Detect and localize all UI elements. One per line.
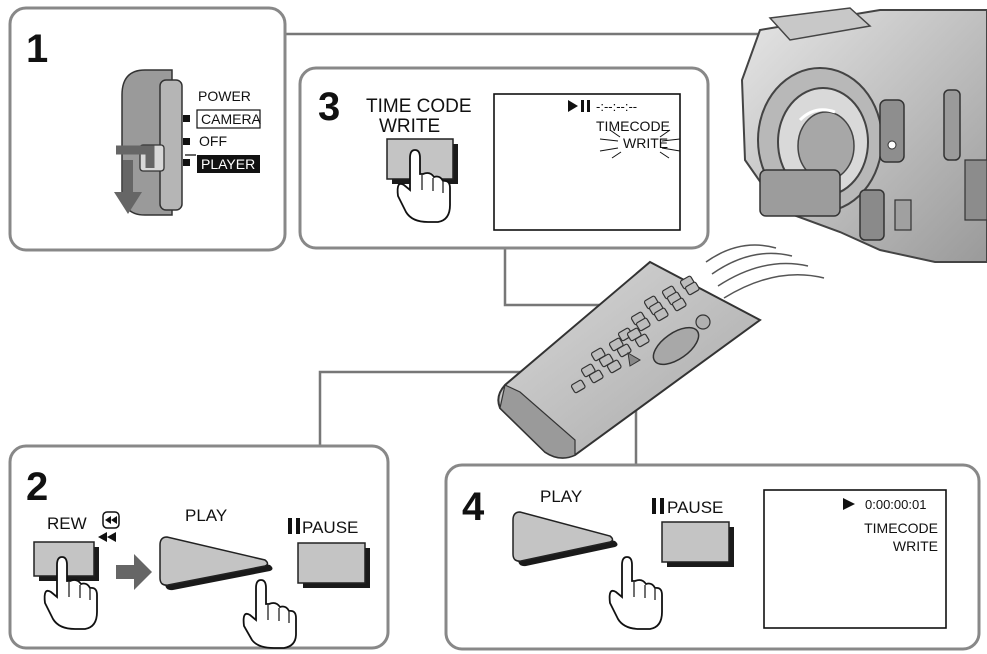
remote-button	[570, 379, 586, 394]
step-4-lcd-screen: 0:00:00:01 TIMECODE WRITE	[763, 489, 947, 629]
step-2-play-button	[159, 536, 273, 591]
pointing-hand-icon	[242, 579, 297, 649]
timecode-button-label-2: WRITE	[379, 116, 440, 137]
remote-button	[634, 333, 650, 348]
step-4-panel: 4 PLAY PAUSE 0:00:00:01 TIMECODE WRITE	[444, 463, 981, 651]
timecode-button-label-1: TIME CODE	[366, 96, 472, 117]
player-indicator	[183, 159, 190, 166]
camera-indicator	[183, 115, 190, 122]
pause-icon	[288, 518, 300, 534]
step-1-panel: 1 POWER CAMERA OFF PLAYER	[8, 6, 287, 252]
step-4-pause-label: PAUSE	[667, 498, 723, 517]
ir-signal-waves	[705, 244, 825, 299]
camera-power-switch	[879, 99, 905, 163]
step-4-counter: 0:00:00:01	[865, 497, 926, 512]
step-2-panel: 2 REW PLAY	[8, 444, 390, 650]
next-arrow-icon	[116, 554, 152, 590]
step-3-write-label: WRITE	[623, 135, 668, 151]
rew-label: REW	[47, 514, 87, 533]
play-status-icon	[843, 498, 855, 510]
camera-position-label: CAMERA	[201, 111, 262, 127]
remote-button	[606, 359, 622, 374]
camcorder-illustration	[740, 7, 987, 263]
step-1-number: 1	[26, 27, 48, 71]
connector-rew-to-remote	[318, 370, 588, 446]
step-2-pause-button	[297, 542, 370, 588]
off-indicator	[183, 138, 190, 145]
remote-button	[635, 317, 651, 332]
step-4-write-label: WRITE	[893, 538, 938, 554]
remote-button	[653, 307, 669, 322]
step-3-panel: 3 TIME CODE WRITE -:--:--:-- TIMECODE WR…	[298, 66, 710, 250]
remote-commander	[497, 260, 762, 459]
step-4-timecode-label: TIMECODE	[864, 520, 938, 536]
pointing-hand-icon	[396, 149, 451, 223]
step-3-timecode-label: TIMECODE	[596, 118, 670, 134]
play-pause-status-icon	[568, 100, 578, 112]
power-label: POWER	[198, 88, 251, 104]
rew-button	[33, 541, 99, 581]
step-4-pause-button	[661, 521, 734, 567]
step-4-play-label: PLAY	[540, 487, 582, 506]
pause-icon	[652, 498, 664, 514]
step-2-pause-label: PAUSE	[302, 518, 358, 537]
remote-button	[671, 297, 687, 312]
step-2-play-label: PLAY	[185, 506, 227, 525]
blink-indicator-icon	[599, 129, 681, 159]
pointing-hand-icon	[43, 556, 98, 630]
pointing-hand-icon	[608, 556, 663, 630]
rewind-icon	[98, 511, 120, 542]
step-3-number: 3	[318, 85, 340, 129]
remote-button	[588, 369, 604, 384]
remote-button	[684, 281, 700, 296]
step-2-number: 2	[26, 465, 48, 509]
off-position-label: OFF	[199, 133, 227, 149]
power-switch-illustration	[114, 69, 196, 216]
step-4-play-button	[512, 511, 618, 567]
camera-position-box	[196, 109, 261, 129]
step-4-number: 4	[462, 485, 485, 529]
player-position-label: PLAYER	[201, 156, 255, 172]
step-3-lcd-screen: -:--:--:-- TIMECODE WRITE	[493, 93, 681, 231]
player-position-highlight	[197, 155, 260, 173]
step-3-counter: -:--:--:--	[596, 99, 637, 114]
